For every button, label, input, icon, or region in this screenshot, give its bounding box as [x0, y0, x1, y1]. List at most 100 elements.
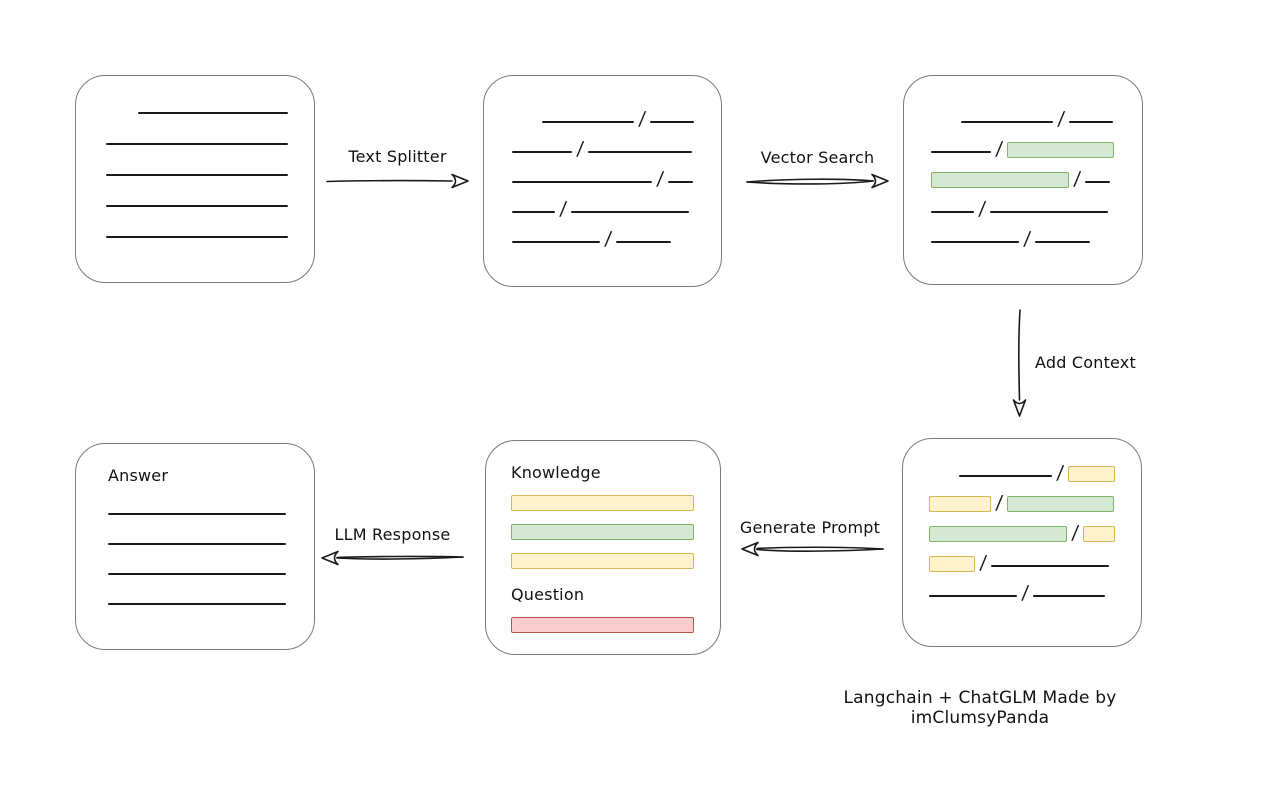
green-chunk [1007, 142, 1115, 158]
prompt-box: Knowledge Question [485, 440, 721, 655]
slash-separator: / [1056, 108, 1066, 130]
text-line [106, 205, 288, 207]
knowledge-label: Knowledge [511, 463, 601, 482]
matched-chunks-rows: / / / / / [931, 99, 1142, 250]
chunk-row [106, 89, 314, 120]
green-chunk [1007, 496, 1115, 512]
chunk-row: / [512, 189, 721, 220]
chunk-row: / [931, 129, 1142, 160]
slash-separator: / [575, 138, 585, 160]
chunk-row: / [929, 513, 1141, 544]
chunk-row: / [512, 219, 721, 250]
question-bars [511, 617, 720, 633]
text-line [1069, 121, 1114, 123]
text-line [588, 151, 693, 153]
text-line [138, 112, 288, 114]
chunk-row: / [512, 159, 721, 190]
yellow-bar [511, 553, 694, 569]
text-line [571, 211, 690, 213]
context-chunks-box: ///// [902, 438, 1142, 647]
text-line [512, 211, 555, 213]
red-bar [511, 617, 694, 633]
chunk-row [108, 491, 314, 521]
green-chunk [929, 526, 1067, 542]
add-context-label: Add Context [1035, 353, 1136, 372]
matched-chunks-box: / / / / / [903, 75, 1143, 285]
text-line [108, 603, 286, 605]
source-document-lines [106, 89, 314, 244]
split-chunks-rows: / / / / / [512, 99, 721, 250]
yellow-chunk [929, 496, 991, 512]
source-document-box [75, 75, 315, 283]
slash-separator: / [603, 228, 613, 250]
slash-separator: / [977, 198, 987, 220]
slash-separator: / [994, 138, 1004, 160]
text-splitter-label: Text Splitter [348, 147, 447, 166]
yellow-chunk [929, 556, 975, 572]
text-line [931, 151, 991, 153]
generate-prompt-label: Generate Prompt [739, 518, 881, 537]
add-context-arrow-icon [1012, 309, 1027, 417]
llm-response-label: LLM Response [334, 525, 451, 544]
yellow-chunk [1083, 526, 1116, 542]
green-bar [511, 524, 694, 540]
chunk-row [106, 151, 314, 182]
text-line [1033, 595, 1106, 597]
chunk-row: / [931, 159, 1142, 190]
chunk-row: / [929, 543, 1141, 574]
slash-separator: / [1072, 168, 1082, 190]
credit-text: Langchain + ChatGLM Made by imClumsyPand… [843, 688, 1117, 728]
knowledge-bars [511, 495, 720, 569]
text-line [106, 174, 288, 176]
text-line [512, 241, 600, 243]
text-line [931, 241, 1019, 243]
slash-separator: / [637, 108, 647, 130]
slash-separator: / [994, 492, 1004, 514]
text-line [1035, 241, 1091, 243]
text-line [106, 143, 288, 145]
chunk-row: / [931, 189, 1142, 220]
slash-separator: / [655, 168, 665, 190]
chunk-row: / [929, 573, 1141, 604]
vector-search-arrow-icon [746, 173, 889, 189]
context-chunks-rows: ///// [929, 453, 1141, 604]
llm-response-arrow-icon [321, 550, 464, 566]
text-line [512, 181, 652, 183]
yellow-bar [511, 495, 694, 511]
answer-box: Answer [75, 443, 315, 650]
vector-search-label: Vector Search [760, 148, 875, 167]
slash-separator: / [978, 552, 988, 574]
slash-separator: / [558, 198, 568, 220]
text-line [961, 121, 1053, 123]
slash-separator: / [1055, 462, 1065, 484]
chunk-row [106, 213, 314, 244]
text-line [108, 543, 286, 545]
text-line [931, 211, 974, 213]
chunk-row: / [931, 219, 1142, 250]
text-line [959, 475, 1052, 477]
chunk-row: / [929, 453, 1141, 484]
chunk-row: / [512, 99, 721, 130]
text-line [929, 595, 1017, 597]
text-splitter-arrow-icon [326, 173, 469, 189]
text-line [616, 241, 672, 243]
chunk-row [108, 521, 314, 551]
chunk-row: / [929, 483, 1141, 514]
text-line [106, 236, 288, 238]
chunk-row: / [512, 129, 721, 160]
slash-separator: / [1022, 228, 1032, 250]
text-line [542, 121, 634, 123]
text-line [108, 513, 286, 515]
chunk-row: / [931, 99, 1142, 130]
chunk-row [106, 182, 314, 213]
answer-label: Answer [108, 466, 169, 485]
text-line [668, 181, 694, 183]
text-line [990, 211, 1109, 213]
chunk-row [108, 551, 314, 581]
chunk-row [106, 120, 314, 151]
generate-prompt-arrow-icon [741, 541, 884, 557]
slash-separator: / [1070, 522, 1080, 544]
yellow-chunk [1068, 466, 1116, 482]
chunk-row [108, 581, 314, 611]
